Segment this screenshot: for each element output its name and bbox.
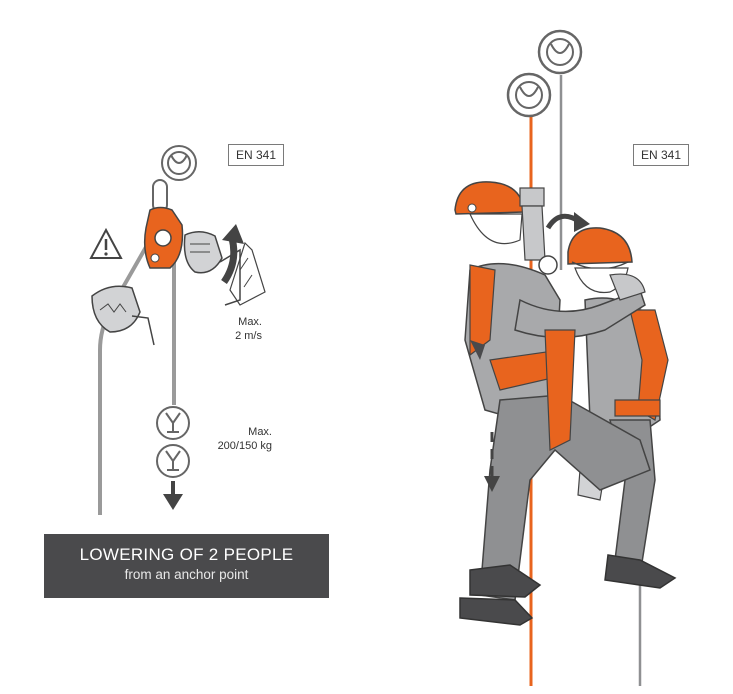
- caption-banner: LOWERING OF 2 PEOPLE from an anchor poin…: [44, 534, 329, 598]
- anchor-icon: [161, 145, 197, 181]
- speed-value: 2 m/s: [235, 330, 262, 342]
- descender-device: [519, 187, 558, 275]
- banner-title: LOWERING OF 2 PEOPLE: [79, 545, 294, 564]
- anchor-icon: [506, 29, 583, 118]
- rotate-arrow-icon: [221, 237, 238, 285]
- load-max-label: Max.: [248, 426, 272, 438]
- banner-subtitle: from an anchor point: [124, 567, 249, 582]
- person-rescuer: [454, 181, 651, 626]
- speed-note: Max. 2 m/s: [200, 315, 262, 343]
- arrow-down-icon: [163, 481, 183, 510]
- load-note: Max. 200/150 kg: [180, 425, 272, 453]
- glove-left-icon: [91, 285, 155, 346]
- load-value: 200/150 kg: [217, 440, 272, 452]
- glove-right-icon: [183, 231, 241, 306]
- device-handle: [229, 241, 266, 306]
- descender-device: [143, 206, 184, 269]
- free-rope-end: [98, 239, 152, 515]
- standard-label-right: EN 341: [633, 144, 690, 166]
- arrow-down-icon: [484, 432, 500, 492]
- standard-label-left: EN 341: [228, 144, 285, 166]
- speed-max-label: Max.: [238, 316, 262, 328]
- warning-icon: [89, 227, 123, 259]
- person-load-icon: [156, 406, 190, 478]
